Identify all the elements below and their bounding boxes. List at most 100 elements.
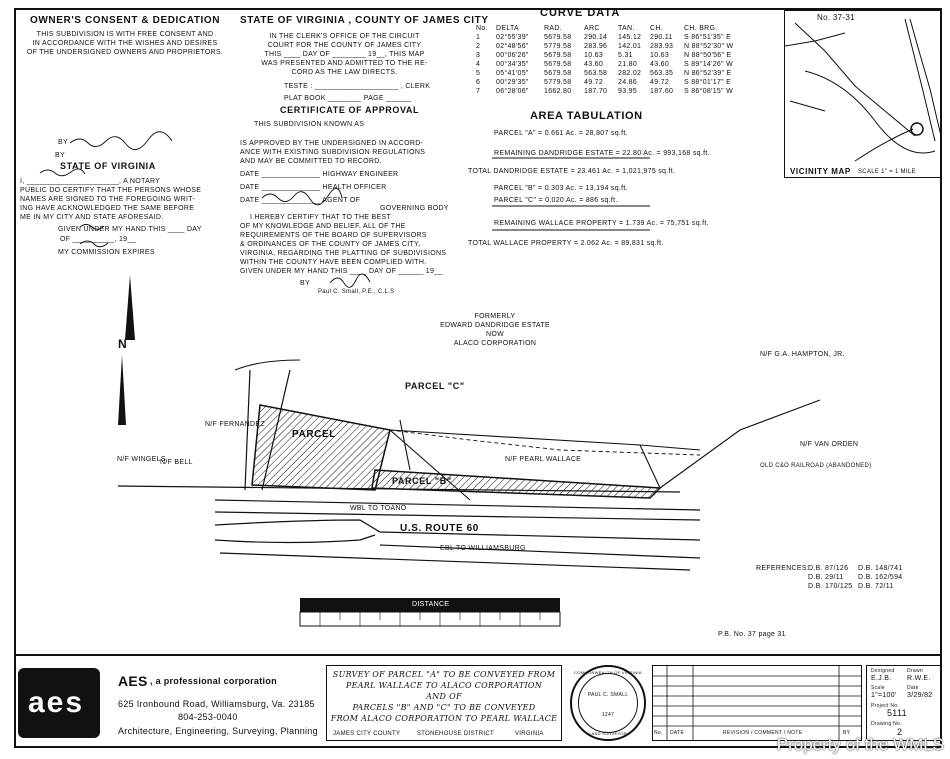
county-line: THIS ____ DAY OF ________ 19__, THIS MAP [264, 51, 425, 58]
curve-cell: 5779.58 [544, 43, 572, 50]
owners-line: IN ACCORDANCE WITH THE WISHES AND DESIRE… [32, 40, 218, 47]
cert-line: OF MY KNOWLEDGE AND BELIEF, ALL OF THE [240, 223, 406, 230]
wbl-label: WBL TO TOANO [350, 505, 407, 512]
curve-cell: 6 [476, 79, 481, 86]
curve-cell: 43.60 [650, 61, 670, 68]
area-line: PARCEL "A" = 0.661 Ac. = 28,807 sq.ft. [494, 130, 628, 137]
formerly-line: ALACO CORPORATION [453, 340, 537, 347]
curve-title: CURVE DATA [540, 7, 621, 19]
wallace-label: N/F PEARL WALLACE [505, 456, 582, 463]
revision-date: DATE [670, 730, 685, 736]
curve-cell: 283.96 [584, 43, 608, 50]
revision-comment: REVISION / COMMENT / NOTE [723, 730, 803, 736]
project-value: 5111 [887, 708, 907, 718]
parcel-a-area [251, 404, 391, 491]
area-line: TOTAL WALLACE PROPERTY = 2.062 Ac. = 89,… [468, 240, 664, 247]
curve-header: RAD. [544, 25, 562, 32]
approval-date: DATE ______________ HIGHWAY ENGINEER [240, 171, 399, 178]
title-line: AND OF [426, 692, 462, 701]
revision-by: BY [843, 730, 851, 736]
cert-by: BY [300, 280, 310, 287]
area-title: AREA TABULATION [530, 110, 643, 122]
approval-gov: GOVERNING BODY [380, 205, 449, 212]
given-of: OF __________, 19__ [60, 236, 136, 243]
curve-cell: S 86°08'15" W [684, 88, 734, 95]
formerly-line: NOW [485, 331, 504, 338]
fernandez-label: N/F FERNANDEZ [205, 421, 265, 428]
curve-cell: 7 [476, 88, 481, 95]
owners-by: BY [58, 139, 68, 146]
revision-grid [653, 666, 861, 740]
cert-line: GIVEN UNDER MY HAND THIS ____ DAY OF ___… [240, 268, 443, 275]
curve-cell: 290.11 [650, 34, 673, 41]
curve-cell: 282.02 [618, 70, 642, 77]
curve-header: TAN. [618, 25, 635, 32]
notary-line: PUBLIC DO CERTIFY THAT THE PERSONS WHOSE [20, 187, 202, 194]
curve-cell: N 88°52'30" W [684, 43, 734, 50]
curve-header: DELTA [496, 25, 520, 32]
curve-cell: S 86°51'35" E [684, 34, 732, 41]
curve-cell: N 88°50'56" E [684, 52, 732, 59]
curve-cell: 2 [476, 43, 481, 50]
railroad-label: OLD C&O RAILROAD (ABANDONED) [760, 463, 872, 469]
cert-line: I HEREBY CERTIFY THAT TO THE BEST [250, 214, 391, 221]
curve-cell: 187.70 [584, 88, 608, 95]
area-line: PARCEL "B" = 0.303 Ac. = 13,194 sq.ft. [494, 185, 628, 192]
curve-cell: 49.72 [584, 79, 604, 86]
seal-no: 1247 [601, 712, 615, 718]
company-tag: , a professional corporation [150, 676, 277, 686]
wingels-label: N/F WINGELS [117, 456, 166, 463]
drawn-value: R.W.E. [907, 675, 931, 682]
curve-cell: 93.95 [618, 88, 638, 95]
plat-book-ref: P.B. No. 37 page 31 [718, 631, 786, 638]
curve-cell: 5779.58 [544, 79, 572, 86]
owners-line: OF THE UNDERSIGNED OWNERS AND PROPRIETOR… [26, 49, 224, 56]
curve-cell: 06°28'06" [496, 88, 529, 95]
curve-cell: 10.63 [650, 52, 670, 59]
plat-sheet [14, 8, 942, 748]
aes-logo: aes [18, 668, 100, 738]
curve-cell: 187.60 [650, 88, 674, 95]
curve-cell: 4 [476, 61, 481, 68]
designed-label: Designed [871, 668, 895, 674]
curve-cell: 43.60 [584, 61, 604, 68]
ref-line: D.B. 170/125 [808, 583, 853, 590]
curve-cell: 10.63 [584, 52, 604, 59]
revision-no: No. [654, 730, 663, 736]
curve-cell: 563.35 [650, 70, 674, 77]
curve-cell: 02°48'56" [496, 43, 529, 50]
title-county: JAMES CITY COUNTY [333, 731, 401, 737]
curve-cell: N 86°52'39" E [684, 70, 732, 77]
title-block: SURVEY OF PARCEL "A" TO BE CONVEYED FROM… [326, 665, 562, 741]
curve-cell: 00°06'26" [496, 52, 529, 59]
area-line: REMAINING WALLACE PROPERTY = 1.739 Ac. =… [494, 220, 709, 227]
ref-line: D.B. 72/11 [858, 583, 894, 590]
county-line: CORD AS THE LAW DIRECTS. [291, 69, 398, 76]
approval-known: THIS SUBDIVISION KNOWN AS [254, 121, 365, 128]
vicinity-roads [785, 18, 941, 162]
curve-header: No. [476, 25, 488, 32]
drawn-label: Drawn [907, 668, 923, 674]
notary-line: ING HAVE ACKNOWLEDGED THE SAME BEFORE [20, 205, 195, 212]
curve-cell: 5.31 [618, 52, 633, 59]
curve-cell: 1 [476, 34, 481, 41]
curve-header-row: No. DELTA RAD. ARC TAN. CH. CH. BRG. [476, 24, 744, 33]
vicinity-title: VICINITY MAP [790, 167, 851, 176]
curve-cell: 02°55'39" [496, 34, 529, 41]
scale-label-info: Scale [871, 685, 886, 691]
teste-line: TESTE : ____________________ , CLERK [284, 83, 431, 90]
approval-line: ANCE WITH EXISTING SUBDIVISION REGULATIO… [240, 149, 426, 156]
date-label: Date [907, 685, 919, 691]
commission-line: MY COMMISSION EXPIRES [58, 249, 155, 256]
company-services: Architecture, Engineering, Surveying, Pl… [118, 726, 318, 736]
cert-line: WITHIN THE COUNTY HAVE BEEN COMPLIED WIT… [240, 259, 427, 266]
north-label: N [118, 337, 128, 351]
curve-cell: 5 [476, 70, 481, 77]
parcel-c-label: PARCEL "C" [405, 381, 465, 391]
vicinity-stamp: No. 37-31 [817, 13, 855, 22]
curve-cell: 5679.58 [544, 52, 572, 59]
